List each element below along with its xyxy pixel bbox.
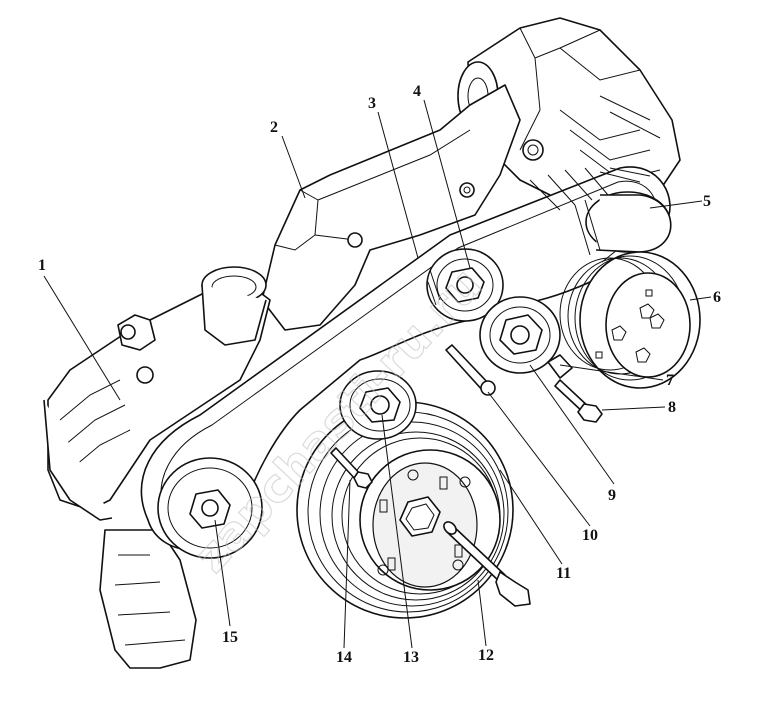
- callout-leader-14: [343, 479, 351, 649]
- callout-leader-12: [477, 579, 487, 647]
- callout-leader-6: [689, 296, 712, 301]
- callout-leader-13: [381, 414, 413, 649]
- bolt-8: [554, 379, 603, 423]
- callout-leader-7: [559, 364, 664, 381]
- callout-label-15: 15: [222, 629, 238, 646]
- callout-leader-9: [529, 364, 615, 485]
- callout-label-10: 10: [582, 527, 598, 544]
- callout-label-12: 12: [478, 647, 494, 664]
- callout-label-11: 11: [556, 565, 571, 582]
- callout-label-9: 9: [608, 487, 616, 504]
- idler-pulley-upper: [426, 248, 504, 322]
- callout-leader-5: [649, 200, 703, 209]
- callout-label-6: 6: [713, 289, 721, 306]
- callout-label-2: 2: [270, 119, 278, 136]
- callout-label-13: 13: [403, 649, 419, 666]
- long-bolt: [443, 521, 531, 607]
- callout-leader-11: [499, 469, 563, 565]
- callout-leader-1: [43, 275, 121, 401]
- water-pump: [43, 266, 271, 669]
- callout-leader-8: [601, 406, 666, 411]
- idler-pulley-lower: [339, 370, 417, 440]
- mounting-bracket: [261, 84, 521, 331]
- callout-label-1: 1: [38, 257, 46, 274]
- callout-leader-3: [377, 111, 419, 259]
- callout-label-7: 7: [666, 372, 674, 389]
- callout-leader-4: [423, 99, 471, 269]
- callout-label-3: 3: [368, 95, 376, 112]
- callout-leader-10: [487, 391, 591, 527]
- water-pump-pulley: [157, 457, 263, 559]
- power-steering-pulley: [559, 251, 701, 389]
- crankshaft-pulley: [296, 401, 514, 619]
- callout-leader-15: [214, 519, 231, 627]
- bolt-14: [330, 447, 373, 489]
- callout-label-14: 14: [336, 649, 352, 666]
- tensioner-roller: [574, 191, 672, 256]
- callout-label-4: 4: [413, 83, 421, 100]
- callout-label-8: 8: [668, 399, 676, 416]
- callout-label-5: 5: [703, 193, 711, 210]
- tension-pulley: [445, 296, 573, 396]
- callout-leader-2: [281, 135, 306, 199]
